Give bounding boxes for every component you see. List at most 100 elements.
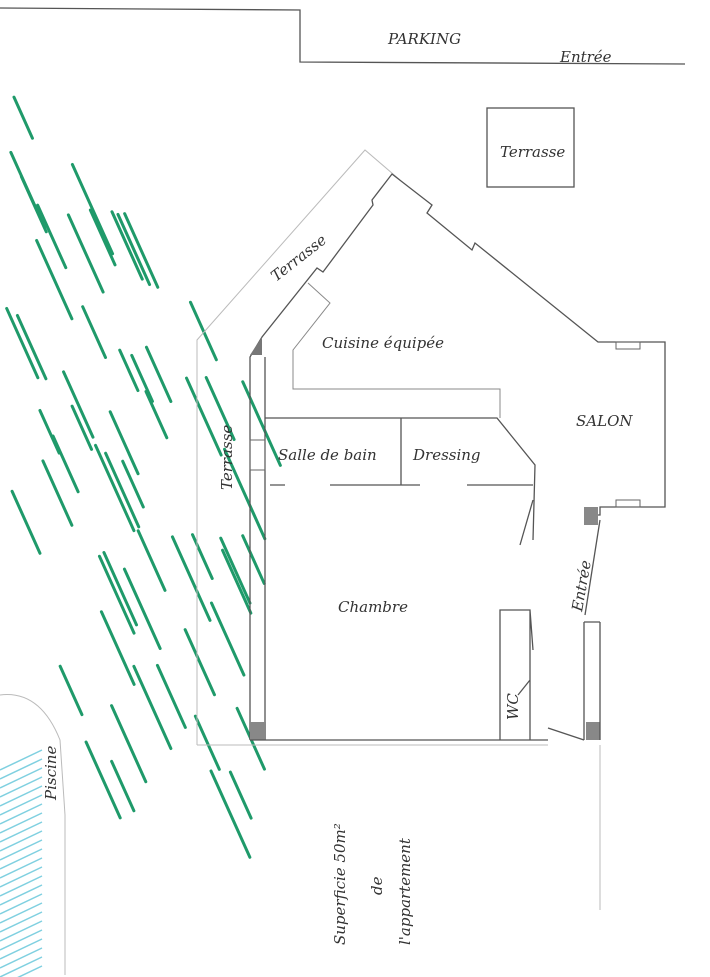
grass-stroke	[204, 376, 236, 442]
grass-stroke	[84, 740, 122, 820]
grass-stroke	[99, 610, 136, 686]
grass-stroke	[88, 208, 117, 267]
pool-hatch	[17, 965, 43, 977]
pool-hatch	[0, 794, 43, 816]
pillar	[586, 722, 600, 740]
grass-stroke	[12, 95, 34, 140]
grass-stroke	[122, 567, 162, 650]
window-salon-bottom	[615, 499, 641, 508]
grass-stroke	[183, 628, 216, 697]
label-parking: PARKING	[387, 30, 461, 48]
grass-stroke	[81, 305, 108, 359]
pool-hatch	[0, 857, 43, 879]
grass-stroke	[136, 529, 167, 592]
pool-hatch	[0, 929, 43, 951]
grass-stroke	[219, 536, 252, 605]
grass-stroke	[36, 203, 68, 270]
label-terrace-diagonal: Terrasse	[267, 231, 330, 285]
grass-stroke	[116, 212, 152, 287]
pool-hatch	[0, 920, 43, 942]
grass-stroke	[66, 213, 105, 294]
label-kitchen: Cuisine équipée	[322, 334, 444, 352]
grass-stroke	[58, 664, 84, 717]
lawn-area	[5, 95, 282, 859]
pool-hatch	[0, 947, 43, 969]
kitchen-counter	[292, 282, 501, 418]
pool-area	[0, 694, 66, 977]
grass-stroke	[123, 212, 160, 289]
garden-outline	[197, 744, 601, 910]
pool-hatch	[0, 956, 43, 977]
grass-stroke	[241, 534, 266, 585]
entry-door	[547, 727, 585, 741]
window-left	[249, 439, 266, 471]
pool-hatch	[0, 839, 43, 861]
grass-stroke	[97, 554, 136, 635]
pillar	[250, 722, 266, 740]
grass-stroke	[110, 759, 136, 813]
grass-stroke	[110, 704, 148, 784]
pool-hatch	[0, 767, 43, 789]
grass-stroke	[94, 443, 136, 533]
wc-walls	[499, 609, 534, 740]
grass-stroke	[62, 370, 95, 439]
grass-stroke	[193, 714, 221, 771]
label-dressing: Dressing	[412, 446, 481, 464]
grass-stroke	[102, 551, 138, 627]
grass-stroke	[70, 404, 94, 451]
grass-stroke	[170, 535, 212, 622]
grass-stroke	[209, 601, 246, 677]
pool-hatch	[0, 803, 43, 825]
label-salon: SALON	[576, 412, 633, 430]
pool-hatch	[0, 938, 43, 960]
grass-stroke	[10, 489, 42, 555]
pool-hatch	[0, 812, 43, 834]
grass-stroke	[144, 390, 169, 440]
pool-hatch	[0, 911, 43, 933]
interior-wall	[265, 417, 536, 541]
label-pool: Piscine	[42, 746, 60, 801]
pool-hatch	[0, 848, 43, 870]
pool-hatch	[0, 893, 43, 915]
pillar	[250, 337, 262, 355]
grass-stroke	[191, 533, 214, 580]
grass-stroke	[144, 345, 173, 403]
label-entrance-top: Entrée	[559, 48, 612, 66]
pool-hatch	[0, 758, 43, 780]
grass-stroke	[228, 770, 253, 820]
grass-stroke	[155, 663, 187, 729]
grass-stroke	[15, 313, 48, 381]
grass-stroke	[130, 353, 154, 403]
entry-wall-diagonal	[584, 519, 601, 616]
terrace-box	[486, 107, 575, 188]
grass-stroke	[241, 380, 282, 467]
pool-hatch	[0, 776, 43, 798]
pool-hatch	[0, 902, 43, 924]
terrace-outline	[196, 149, 401, 745]
label-area-3: l'appartement	[396, 837, 414, 945]
grass-stroke	[104, 451, 141, 529]
label-bathroom: Salle de bain	[278, 446, 377, 464]
pillar	[584, 507, 598, 525]
grass-stroke	[121, 459, 145, 509]
pool-hatch	[0, 830, 43, 852]
grass-stroke	[118, 348, 140, 393]
entry-walls	[583, 621, 601, 740]
grass-stroke	[132, 664, 173, 751]
label-area-2: de	[368, 876, 386, 895]
grass-stroke	[35, 238, 74, 321]
grass-stroke	[185, 376, 223, 457]
grass-stroke	[110, 210, 144, 281]
grass-stroke	[209, 769, 252, 859]
pool-hatch	[0, 821, 43, 843]
label-terrace-box: Terrasse	[500, 143, 565, 161]
pool-water	[0, 749, 43, 977]
label-wc: WC	[504, 693, 522, 720]
grass-stroke	[221, 548, 253, 615]
label-area-1: Superficie 50m²	[331, 823, 349, 945]
label-terrace-left: Terrasse	[218, 425, 236, 490]
grass-stroke	[51, 434, 80, 494]
grass-stroke	[108, 410, 140, 476]
parking-boundary	[0, 7, 686, 65]
